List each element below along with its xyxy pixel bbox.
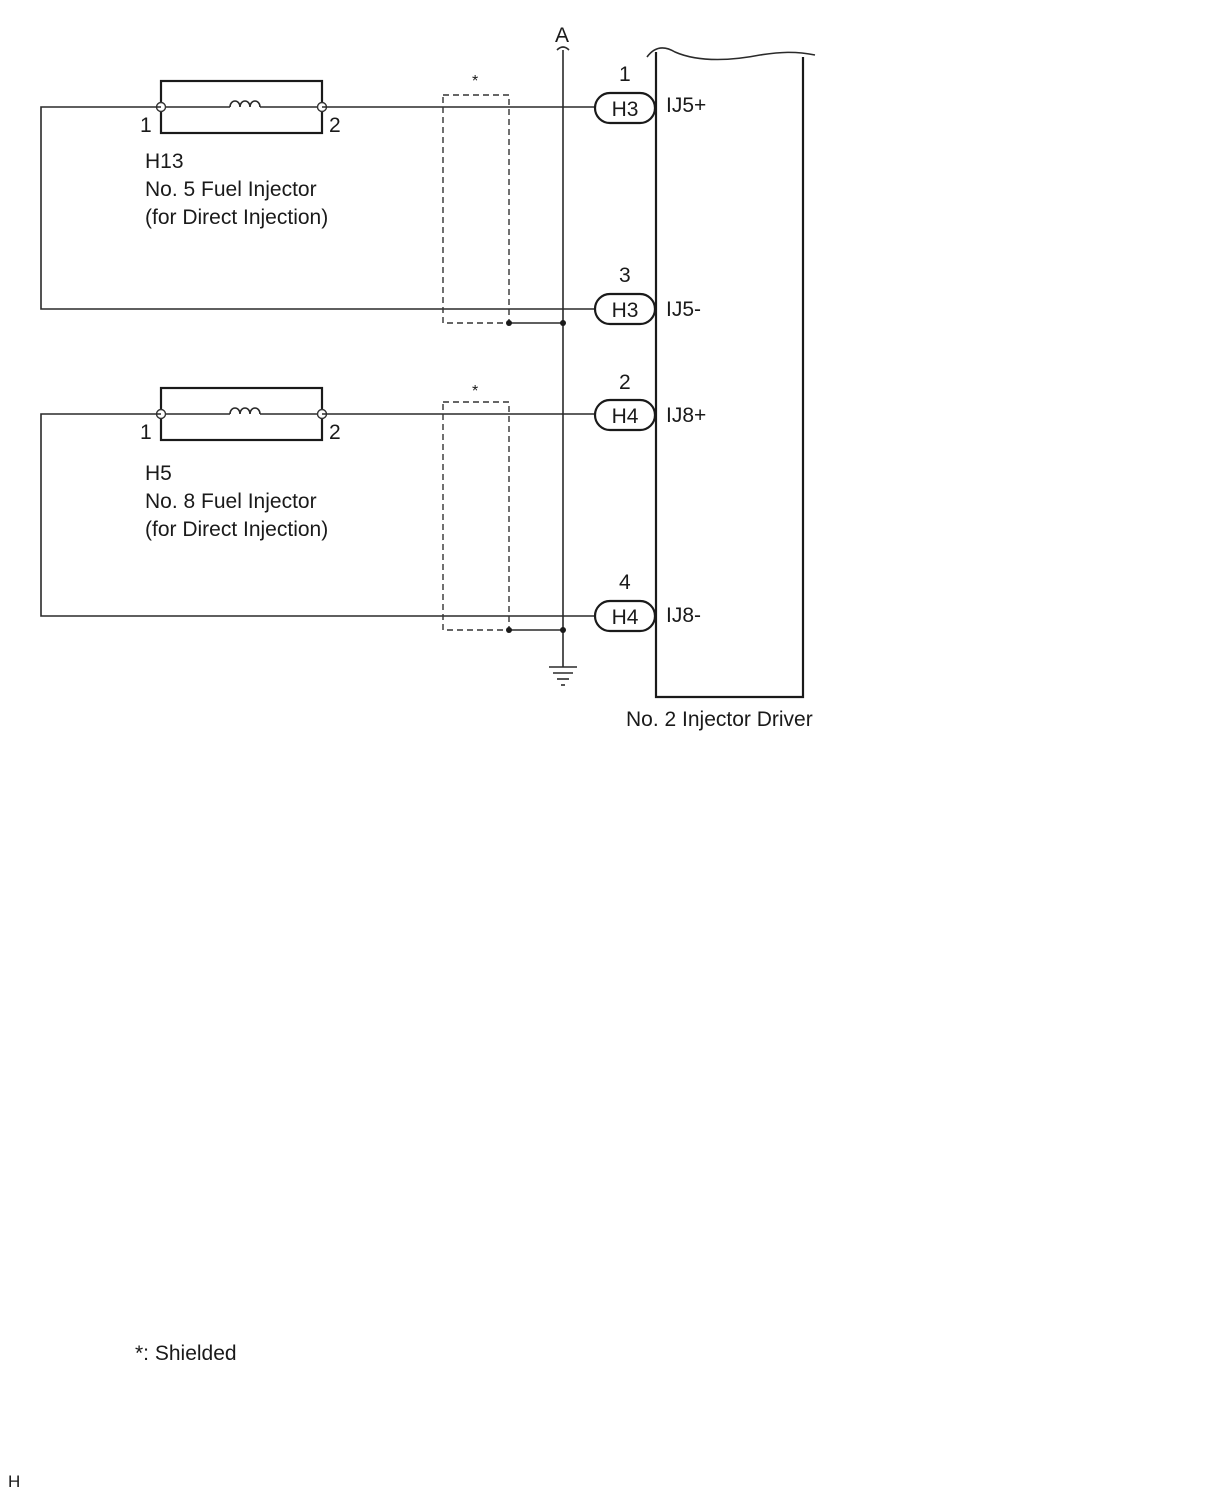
pin-label: 1 [140,114,152,137]
terminal-pin: 2 [619,371,631,394]
injector-driver-box [646,47,816,699]
driver-terminal-ij8-minus: 4 H4 IJ8- [593,571,701,633]
wire-ij5-minus [40,106,595,310]
ground-bus [549,46,577,686]
terminal-connector: H4 [612,405,639,428]
shielded-footnote: *: Shielded [135,1342,237,1365]
terminal-signal: IJ8+ [666,404,706,427]
component-name: No. 8 Fuel Injector [145,490,317,513]
driver-terminal-ij5-minus: 3 H3 IJ5- [593,264,701,326]
shield-outline [442,401,510,631]
wire-ij8-minus [40,413,595,617]
connector-code: H5 [145,462,172,485]
driver-terminal-ij8-plus: 2 H4 IJ8+ [593,371,706,432]
injector-driver-label: No. 2 Injector Driver [626,708,813,731]
shield-mark: * [472,73,478,90]
component-note: (for Direct Injection) [145,518,328,541]
coil-icon [229,407,261,415]
terminal-connector: H3 [612,98,639,121]
terminal-connector: H3 [612,299,639,322]
injector-h5 [155,386,328,442]
coil-icon [229,100,261,108]
shield-mark: * [472,383,478,400]
pin-label: 2 [329,114,341,137]
wiring-diagram: No. 2 Injector Driver A 1 2 H13 No. 5 Fu… [40,24,816,731]
corner-mark: H [8,1472,21,1491]
terminal-signal: IJ5+ [666,94,706,117]
pin-label: 2 [329,421,341,444]
pin-label: 1 [140,421,152,444]
shield-outline [442,94,510,324]
component-note: (for Direct Injection) [145,206,328,229]
injector-h13 [155,79,328,135]
connector-code: H13 [145,150,184,173]
terminal-connector: H4 [612,606,639,629]
terminal-signal: IJ8- [666,604,701,627]
component-name: No. 5 Fuel Injector [145,178,317,201]
terminal-pin: 4 [619,571,631,594]
terminal-signal: IJ5- [666,298,701,321]
terminal-pin: 1 [619,63,631,86]
ground-point-label: A [555,24,569,47]
terminal-pin: 3 [619,264,631,287]
driver-terminal-ij5-plus: 1 H3 IJ5+ [593,63,706,125]
